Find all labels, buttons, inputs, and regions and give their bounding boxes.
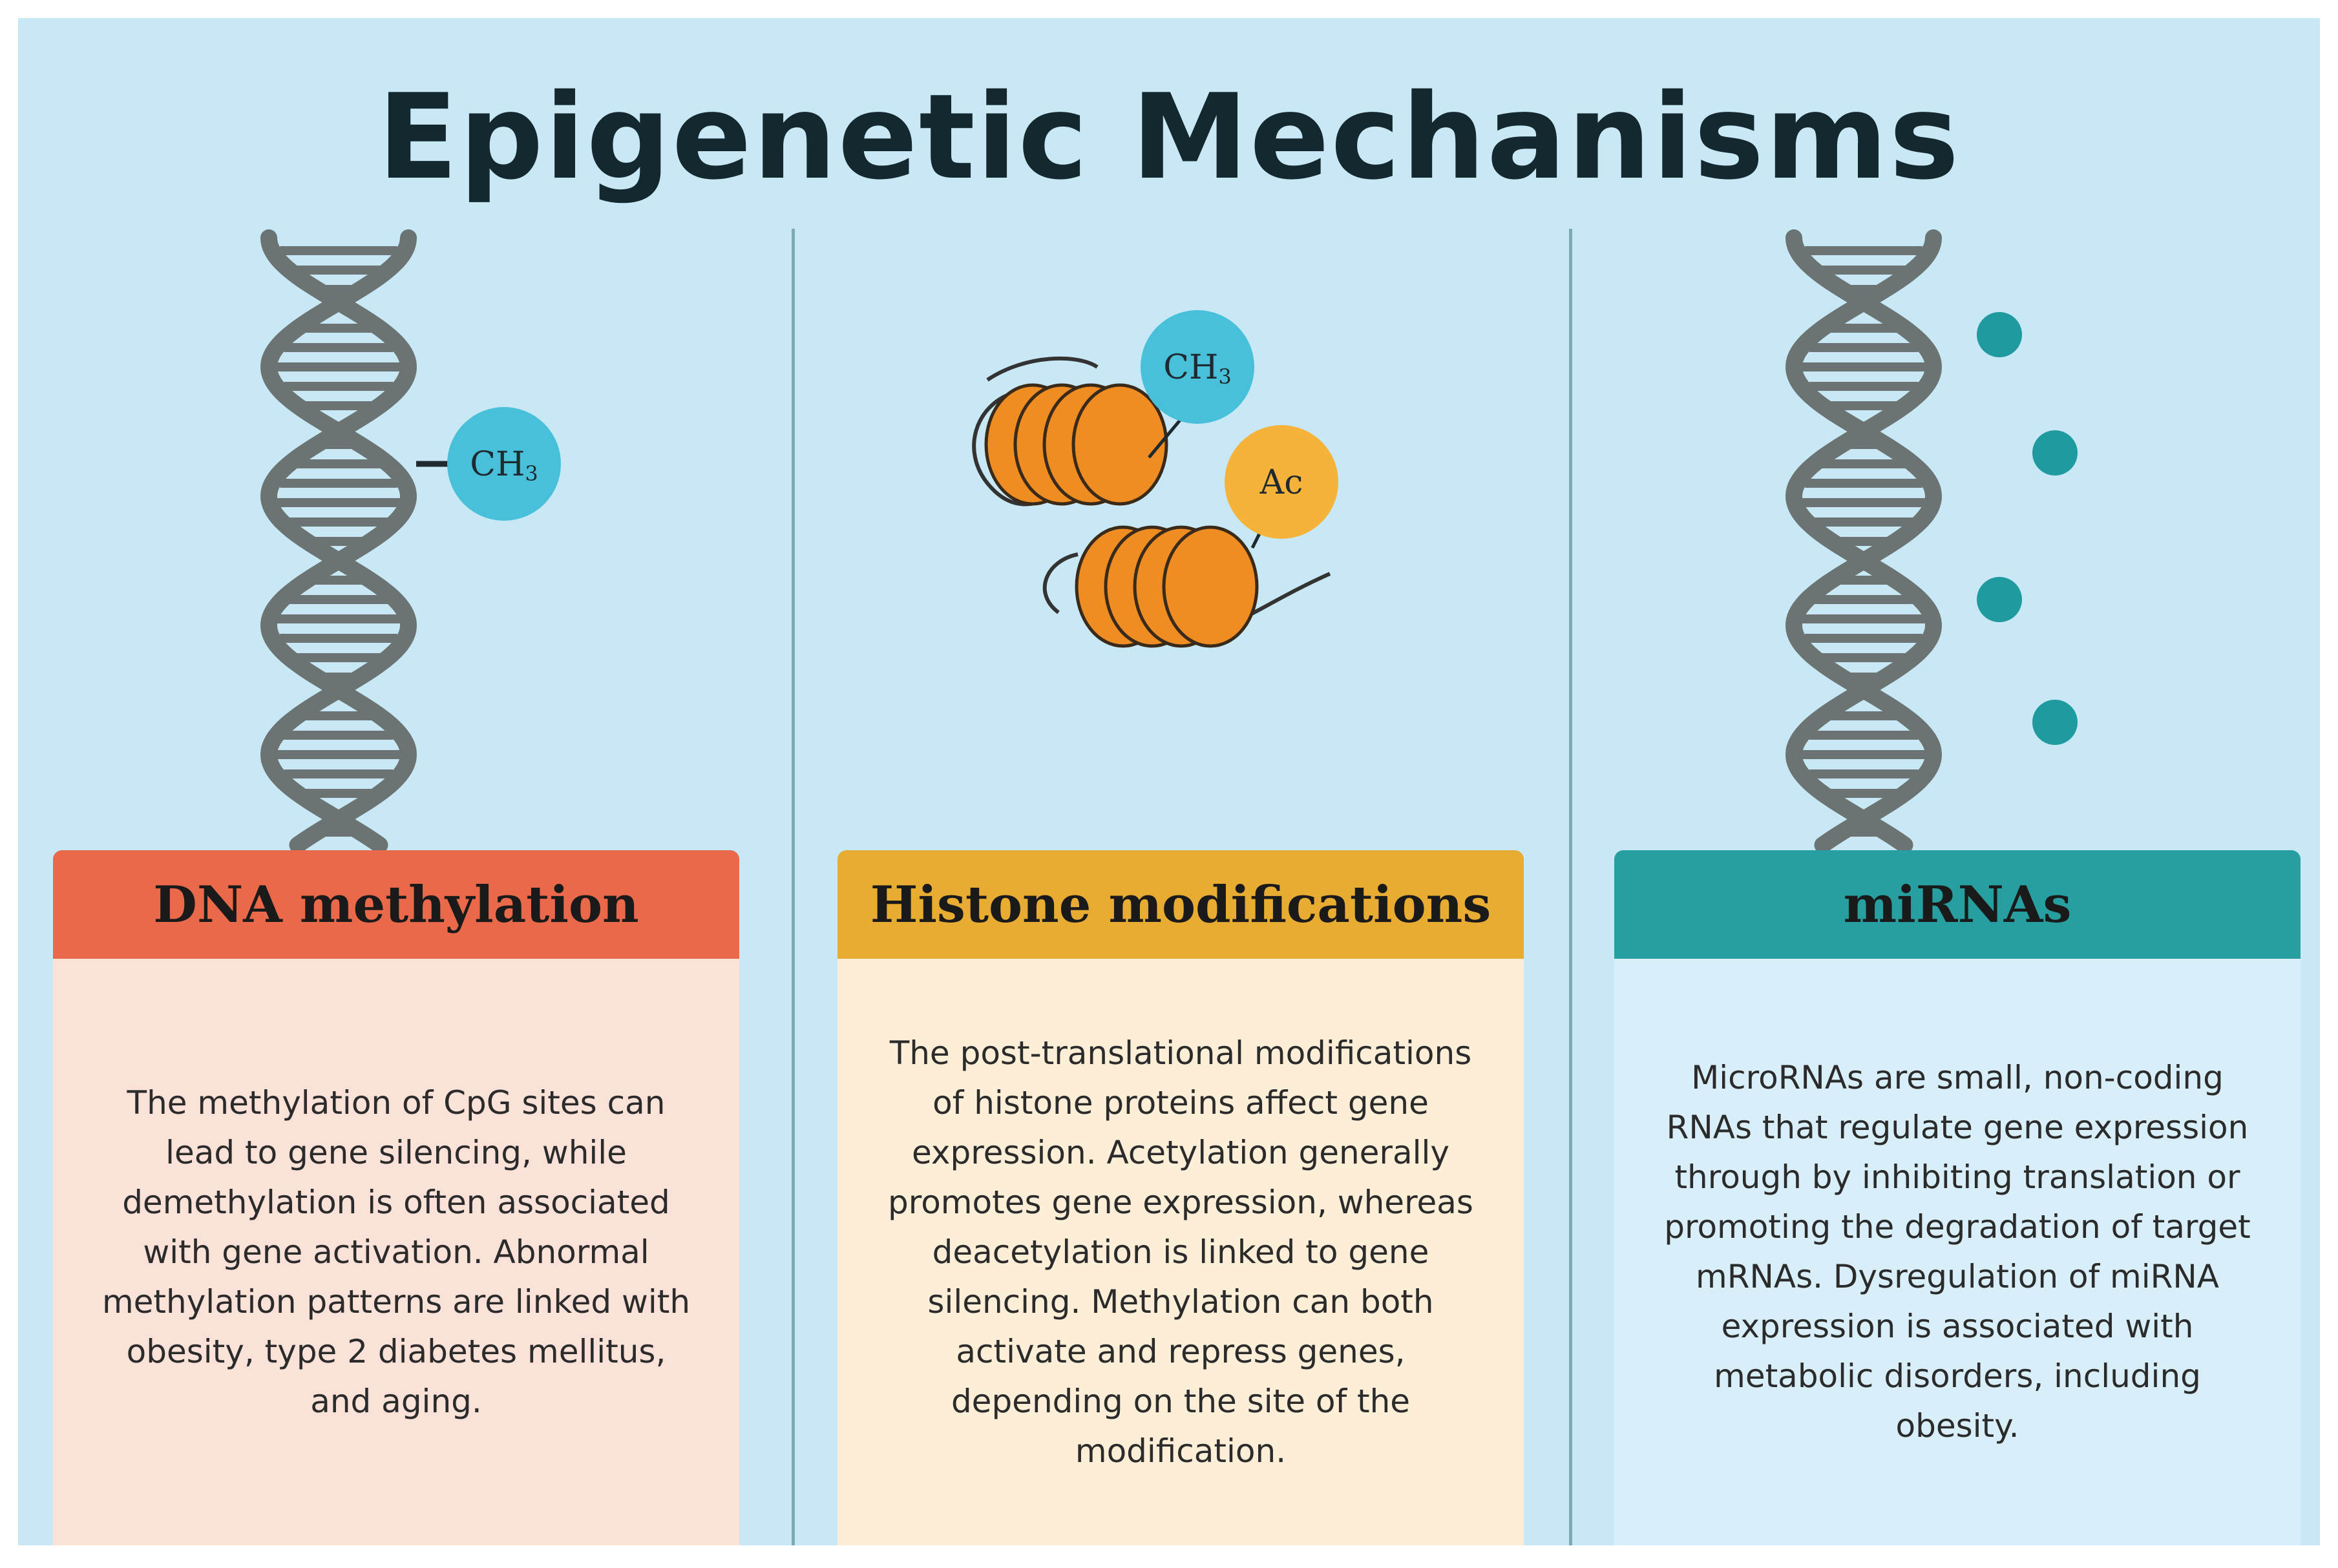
nucleosome-icon bbox=[972, 356, 1331, 648]
card-body: The post-translational modifications of h… bbox=[837, 959, 1524, 1545]
description-line: methylation patterns are linked with bbox=[101, 1282, 691, 1321]
mirna-dot-icon bbox=[1977, 312, 2022, 357]
dna-methylation-illustration: CH3 bbox=[260, 229, 561, 853]
description-line: silencing. Methylation can both bbox=[927, 1282, 1434, 1321]
histone-disc bbox=[1162, 525, 1259, 648]
dna-helix-icon bbox=[1785, 229, 1943, 853]
card-histone-modifications: Histone modifications The post-translati… bbox=[837, 850, 1524, 1545]
helix-strand bbox=[260, 229, 417, 853]
infographic-panel: Epigenetic Mechanisms CH3 CH3 Ac bbox=[18, 18, 2320, 1545]
methyl-label: CH3 bbox=[1163, 348, 1232, 389]
description-line: MicroRNAs are small, non-coding bbox=[1691, 1059, 2224, 1096]
card-description: The post-translational modifications of h… bbox=[888, 1029, 1473, 1476]
description-line: deacetylation is linked to gene bbox=[932, 1233, 1429, 1271]
description-line: through by inhibiting translation or bbox=[1674, 1158, 2240, 1196]
description-line: of histone proteins affect gene bbox=[932, 1083, 1429, 1122]
description-line: promoting the degradation of target bbox=[1664, 1208, 2251, 1246]
dna-helix-icon bbox=[260, 229, 417, 853]
description-line: The post-translational modifications bbox=[889, 1034, 1472, 1072]
description-line: activate and repress genes, bbox=[956, 1332, 1406, 1370]
card-dna-methylation: DNA methylation The methylation of CpG s… bbox=[53, 850, 739, 1545]
card-header: Histone modifications bbox=[837, 850, 1524, 959]
description-line: expression. Acetylation generally bbox=[912, 1133, 1449, 1171]
description-line: depending on the site of the bbox=[951, 1382, 1411, 1420]
acetyl-label: Ac bbox=[1259, 463, 1303, 502]
description-line: obesity. bbox=[1895, 1407, 2019, 1445]
description-line: mRNAs. Dysregulation of miRNA bbox=[1696, 1258, 2219, 1295]
helix-strand bbox=[1785, 229, 1943, 853]
histone-illustration: CH3 Ac bbox=[972, 310, 1338, 648]
mirna-dot-icon bbox=[2032, 700, 2078, 745]
description-line: expression is associated with bbox=[1721, 1308, 2194, 1345]
description-line: The methylation of CpG sites can bbox=[127, 1083, 666, 1122]
card-description: The methylation of CpG sites can lead to … bbox=[102, 1078, 690, 1427]
mirna-dot-icon bbox=[1977, 577, 2022, 622]
methyl-group-icon bbox=[1141, 310, 1254, 424]
page-title: Epigenetic Mechanisms bbox=[377, 68, 1961, 205]
description-line: modification. bbox=[1075, 1432, 1287, 1470]
acetyl-group-icon bbox=[1225, 425, 1338, 539]
column-divider-right bbox=[1569, 229, 1572, 1545]
description-line: demethylation is often associated bbox=[122, 1183, 670, 1221]
card-header: miRNAs bbox=[1614, 850, 2301, 959]
helix-strand bbox=[1785, 229, 1943, 853]
card-header: DNA methylation bbox=[53, 850, 739, 959]
mirna-illustration bbox=[1785, 229, 2078, 853]
card-body: The methylation of CpG sites can lead to … bbox=[53, 959, 739, 1545]
histone-disc bbox=[1071, 383, 1168, 506]
description-line: with gene activation. Abnormal bbox=[143, 1233, 649, 1271]
mirna-dot-icon bbox=[2032, 430, 2078, 476]
helix-strand bbox=[260, 229, 417, 853]
methyl-group-icon bbox=[447, 407, 561, 521]
description-line: metabolic disorders, including bbox=[1714, 1357, 2201, 1395]
description-line: lead to gene silencing, while bbox=[165, 1133, 627, 1171]
description-line: promotes gene expression, whereas bbox=[888, 1183, 1473, 1221]
column-divider-left bbox=[792, 229, 795, 1545]
methyl-label: CH3 bbox=[470, 445, 538, 486]
description-line: obesity, type 2 diabetes mellitus, bbox=[126, 1332, 666, 1370]
description-line: and aging. bbox=[310, 1382, 482, 1420]
description-line: RNAs that regulate gene expression bbox=[1666, 1109, 2249, 1146]
